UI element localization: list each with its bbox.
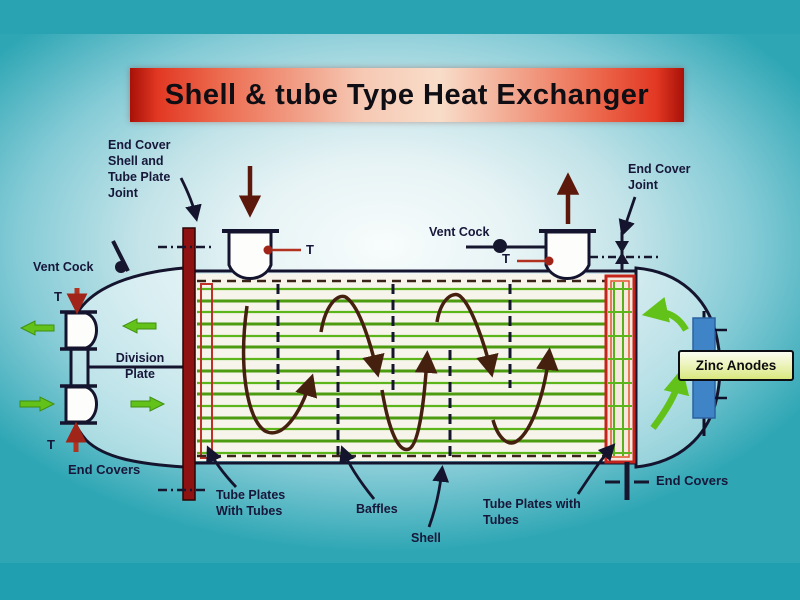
vent-cock-left-label: Vent Cock xyxy=(33,260,94,274)
division-plate-label: Division Plate xyxy=(115,351,165,381)
green-arrow-in-left xyxy=(19,396,56,412)
joint-symbols xyxy=(158,232,662,500)
tube-side-flow-arrows xyxy=(19,297,690,430)
label-pointer-arrows xyxy=(179,177,637,528)
green-uturn-arrow-top xyxy=(641,297,689,332)
shell-flow-arrows xyxy=(241,292,559,452)
thermometer-pointers xyxy=(65,245,554,452)
flow-arrow xyxy=(241,305,318,435)
zinc-anode-top xyxy=(692,317,716,355)
tube-plates-left-label: Tube Plates With Tubes xyxy=(216,488,286,518)
page-title: Shell & tube Type Heat Exchanger xyxy=(164,78,650,111)
pointer-shell xyxy=(427,464,450,528)
bottom-border-band xyxy=(0,563,800,600)
t-point-dot xyxy=(544,256,554,266)
left-end-cover xyxy=(60,266,186,469)
vent-cock-left-icon xyxy=(115,261,127,273)
end-cover-joint-label: End Cover Joint xyxy=(628,162,691,192)
left-tube-plate xyxy=(182,227,196,501)
baffles-label: Baffles xyxy=(356,502,398,516)
shell-outlet-nozzle xyxy=(544,230,591,280)
t-mark-left-top: T xyxy=(54,289,62,304)
vent-cock-right-label: Vent Cock xyxy=(429,225,490,239)
end-cover-shell-joint-label: End Cover Shell and Tube Plate Joint xyxy=(108,138,171,200)
pointer-end-cover-joint-left xyxy=(179,177,202,222)
t-mark-outlet: T xyxy=(502,251,510,266)
top-border-band xyxy=(0,0,800,34)
t-point-dot xyxy=(263,245,273,255)
shell-inlet-nozzle xyxy=(227,230,273,280)
shell-label: Shell xyxy=(411,531,441,545)
zinc-anodes-label: Zinc Anodes xyxy=(678,350,794,381)
pointer-baffles xyxy=(339,445,376,500)
flow-arrow xyxy=(491,347,559,445)
flow-arrow xyxy=(380,350,438,452)
vent-cocks xyxy=(111,239,546,273)
green-arrow-return xyxy=(121,318,157,334)
shell-inner-wall-dashes xyxy=(197,279,634,458)
green-arrow-in-tubes xyxy=(130,396,166,412)
joint-bowtie-icon xyxy=(615,241,629,253)
title-banner: Shell & tube Type Heat Exchanger xyxy=(130,68,684,122)
t-mark-inlet: T xyxy=(306,242,314,257)
shell-inout-arrows xyxy=(238,166,580,224)
shell-nozzles xyxy=(222,229,596,280)
pointer-tube-plates-right xyxy=(576,443,616,495)
right-tube-plate xyxy=(604,274,636,464)
t-mark-left-bottom: T xyxy=(47,437,55,452)
left-top-nozzle xyxy=(64,311,98,350)
green-arrow-out-left xyxy=(19,320,55,336)
left-bottom-nozzle xyxy=(64,385,98,424)
flow-arrow xyxy=(435,292,499,378)
vent-cock-right-icon xyxy=(493,239,507,253)
tube-plates-right-label: Tube Plates with Tubes xyxy=(483,497,581,527)
green-uturn-arrow-bottom xyxy=(650,367,690,430)
pointer-end-cover-joint-right xyxy=(618,196,637,237)
joint-bowtie-icon xyxy=(615,252,629,264)
end-covers-left-label: End Covers xyxy=(68,462,141,477)
baffle-plates xyxy=(276,284,512,456)
zinc-anode-bottom xyxy=(692,379,716,419)
pointer-tube-plates-left xyxy=(206,445,238,488)
flow-arrow xyxy=(319,294,385,378)
end-covers-right-label: End Covers xyxy=(656,473,729,488)
tube-bundle xyxy=(197,287,632,455)
